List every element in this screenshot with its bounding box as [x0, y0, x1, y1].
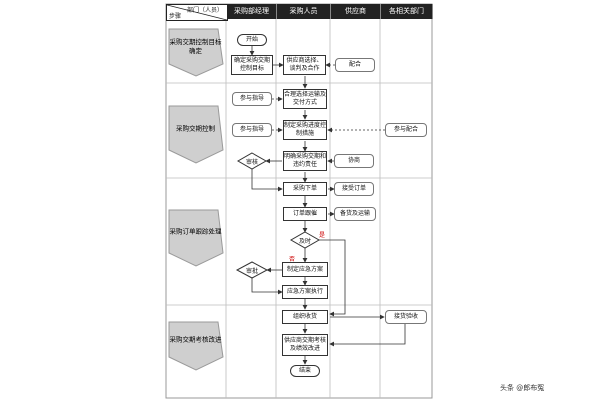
decision-on-time [289, 231, 321, 249]
approve-2-label: 审批 [245, 268, 258, 275]
connector-yes [318, 239, 346, 317]
connector [251, 168, 283, 192]
stage-chevron [168, 105, 224, 164]
inspect-box: 接货验收 [385, 310, 427, 324]
start-node: 开始 [237, 34, 267, 46]
decision-approve-2 [235, 261, 269, 279]
stage-label: 采购交期考核改进 [169, 335, 222, 344]
negotiate-box: 协商 [334, 154, 374, 168]
guide-box-2: 参与指导 [232, 123, 272, 137]
place-order-box: 采购下单 [283, 182, 327, 196]
choose-transport-box: 合理选择运输及交付方式 [283, 89, 327, 109]
execute-plan-box: 应急方案执行 [282, 285, 328, 299]
stage-3: 采购订单跟踪处理 [168, 210, 223, 254]
lane-header-buyer: 采购人员 [277, 4, 331, 19]
receive-box: 组织收货 [282, 310, 328, 324]
guide-box-1: 参与指导 [232, 92, 272, 106]
corner-top-label: 部门（人员） [186, 7, 223, 14]
track-order-box: 订单跟催 [283, 207, 327, 221]
stage-label: 采购交期控制目标确定 [169, 38, 222, 55]
select-supplier-box: 供应商选择、谈判及合作 [283, 55, 326, 75]
watermark: 头条 @郎布冤 [500, 384, 545, 392]
corner-diagonal [167, 5, 227, 20]
corner-bottom-label: 步骤 [169, 13, 182, 20]
stage-2: 采购交期控制 [168, 106, 223, 151]
no-label: 否 [289, 256, 296, 263]
emergency-plan-box: 制定应急方案 [282, 262, 328, 277]
lane-header-supplier: 供应商 [331, 4, 381, 19]
set-target-box: 确定采购交期控制目标 [231, 55, 273, 75]
yes-label: 是 [319, 232, 326, 239]
connector [329, 324, 406, 347]
stage-label: 采购订单跟踪处理 [169, 227, 222, 236]
cooperate-box: 配合 [335, 58, 375, 72]
end-node: 结束 [290, 365, 320, 377]
header-corner: 部门（人员） 步骤 [166, 4, 228, 21]
lane-header-manager: 采购部经理 [227, 4, 277, 19]
prepare-box: 备货及运输 [334, 207, 376, 221]
make-plan-box: 制定采购进度控制措施 [283, 120, 327, 140]
stage-4: 采购交期考核改进 [168, 322, 223, 358]
stage-chevron [168, 321, 224, 371]
stage-label: 采购交期控制 [176, 124, 215, 132]
stage-chevron [168, 28, 224, 77]
clarify-box: 明确采购交期和违约责任 [283, 151, 327, 171]
approve-1-label: 审核 [245, 159, 258, 166]
connector [251, 278, 283, 295]
decision-approve-1 [236, 152, 268, 170]
on-time-label: 及时 [298, 238, 311, 245]
evaluate-box: 供应商交期考核及绩效改进 [282, 334, 328, 356]
participate-box: 参与配合 [385, 123, 427, 137]
stage-1: 采购交期控制目标确定 [168, 29, 223, 65]
stage-chevron [168, 209, 224, 267]
lane-header-departments: 各相关部门 [381, 4, 433, 19]
accept-order-box: 接受订单 [334, 182, 374, 196]
